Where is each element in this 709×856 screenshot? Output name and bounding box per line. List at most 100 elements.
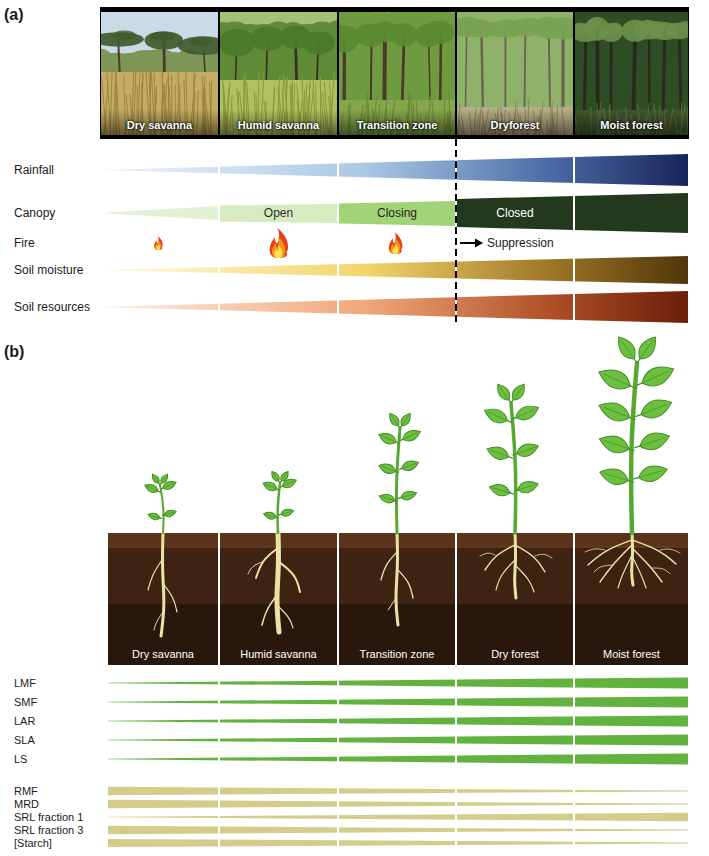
row-label: LMF [14, 675, 36, 691]
canopy-band: Closing [339, 201, 455, 226]
segment-gap [455, 752, 457, 766]
node-label: Dry forest [491, 647, 539, 661]
segment-gap [455, 152, 457, 188]
trait-wedge [108, 716, 688, 727]
segment-gap [218, 752, 220, 766]
soil-block [220, 533, 337, 665]
canopy-band: Open [220, 204, 337, 223]
label-holder: LMF [14, 675, 36, 691]
segment-gap [337, 254, 339, 286]
habitat-photo-tile: Transition zone [339, 12, 455, 135]
label-holder: Canopy [14, 205, 55, 221]
row-label: Soil resources [14, 299, 90, 315]
habitat-photo-tile: Humid savanna [220, 12, 337, 135]
segment-gap [337, 824, 339, 836]
seedling [480, 381, 552, 598]
segment-gap [455, 695, 457, 709]
segment-gap [573, 733, 575, 747]
row-label: SMF [14, 694, 37, 710]
segment-gap [218, 811, 220, 823]
segment-gap [218, 695, 220, 709]
segment-gap [218, 714, 220, 728]
canopy-segment [339, 201, 455, 226]
segment-gap [218, 733, 220, 747]
segment-gap [573, 837, 575, 849]
segment-gap [337, 837, 339, 849]
soil-resources-wedge [105, 291, 688, 323]
panel-letter: (b) [4, 344, 24, 360]
node-label: Open [264, 206, 293, 220]
segment-gap [337, 785, 339, 797]
segment-gap [337, 798, 339, 810]
segment-gap [337, 676, 339, 690]
node-label: Moist forest [600, 118, 662, 132]
canopy-shape [457, 193, 688, 233]
soil-block-box: Humid savanna [220, 533, 337, 665]
segment-gap [455, 714, 457, 728]
label-holder: Soil resources [14, 299, 90, 315]
segment-gap [337, 289, 339, 325]
label-holder: SRL fraction 1 [14, 809, 83, 825]
row-label: MRD [14, 796, 39, 812]
panel-letter: (a) [4, 7, 24, 23]
segment-gap [573, 254, 575, 286]
label-holder: SLA [14, 732, 35, 748]
fire-icon [154, 236, 163, 250]
segment-gap [455, 837, 457, 849]
segment-gap [573, 824, 575, 836]
segment-gap [455, 824, 457, 836]
segment-gap [455, 785, 457, 797]
row-label: Canopy [14, 205, 55, 221]
canopy-wedge [105, 206, 218, 220]
segment-gap [573, 676, 575, 690]
segment-gap [218, 798, 220, 810]
trait-wedge [108, 678, 688, 689]
habitat-photo [220, 12, 337, 135]
canopy-segment [457, 193, 688, 233]
label-holder: LAR [14, 713, 35, 729]
habitat-photo [457, 12, 573, 135]
node-label: Dryforest [491, 118, 540, 132]
segment-gap [337, 752, 339, 766]
segment-gap [455, 733, 457, 747]
habitat-photo-tile: Moist forest [575, 12, 688, 135]
label-holder: MRD [14, 796, 39, 812]
canopy-band: Closed [457, 193, 688, 233]
label-holder: Rainfall [14, 162, 54, 178]
segment-gap [218, 824, 220, 836]
row-label: LAR [14, 713, 35, 729]
soil-block [339, 533, 455, 665]
seedling [377, 411, 422, 625]
row-label: [Starch] [14, 835, 52, 851]
habitat-photo-tile: Dry savanna [101, 12, 218, 135]
label-holder: RMF [14, 783, 38, 799]
seedling [143, 472, 177, 636]
segment-gap [337, 695, 339, 709]
soil-block [457, 533, 573, 665]
segment-gap [573, 152, 575, 188]
seedling [248, 470, 300, 632]
segment-gap [218, 785, 220, 797]
segment-gap [337, 733, 339, 747]
suppression-arrowhead [475, 239, 483, 248]
trait-wedge [108, 813, 688, 822]
segment-gap [455, 254, 457, 286]
segment-gap [218, 676, 220, 690]
row-label: Fire [14, 235, 35, 251]
segment-gap [455, 811, 457, 823]
fire-icon [270, 228, 288, 258]
segment-gap [573, 714, 575, 728]
trait-wedge [108, 787, 688, 796]
trait-wedge [108, 839, 688, 847]
soil-block [108, 533, 218, 665]
boundary-dashed-line [455, 139, 457, 322]
fire-icon [389, 232, 403, 254]
segment-gap [218, 837, 220, 849]
photo-frame [100, 7, 689, 139]
node-label: Dry savanna [132, 647, 194, 661]
label-holder: Soil moisture [14, 262, 83, 278]
seedling [585, 333, 680, 588]
segment-gap [218, 254, 220, 286]
segment-gap [455, 798, 457, 810]
